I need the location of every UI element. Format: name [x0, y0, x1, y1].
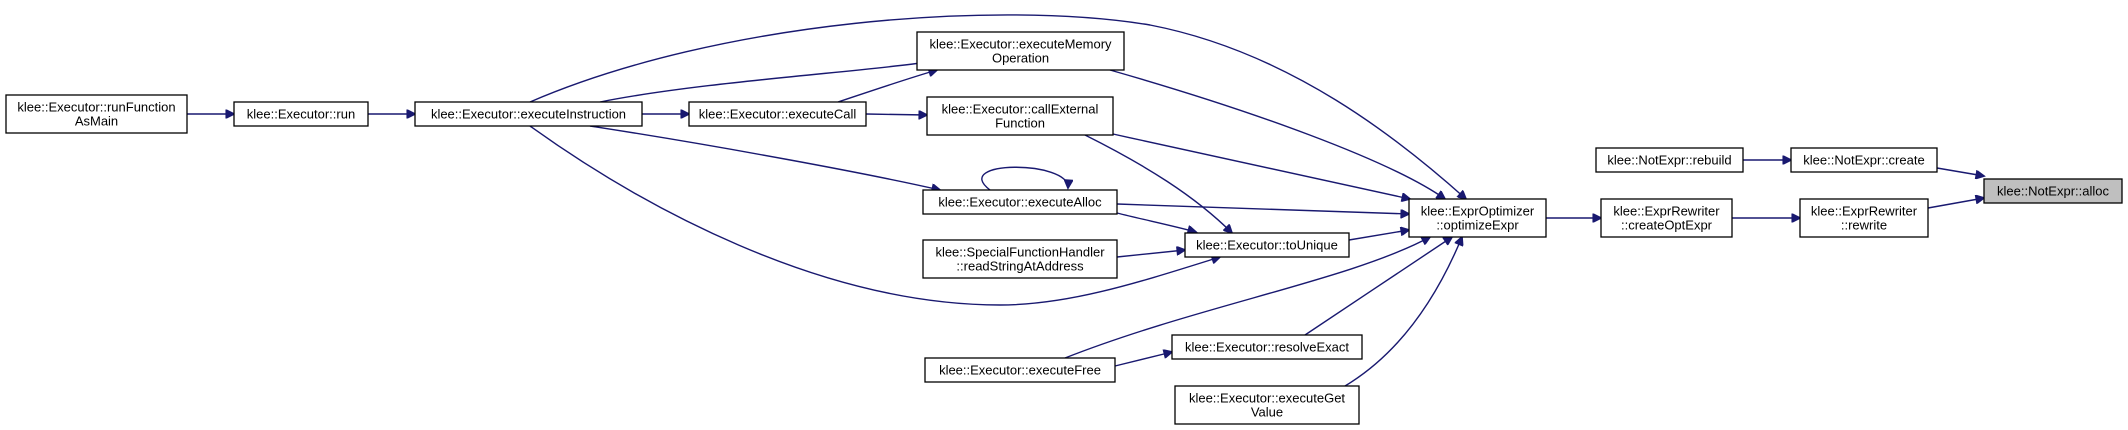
node-label: klee::Executor::callExternal — [942, 102, 1099, 117]
node-optimize-expr[interactable]: klee::ExprOptimizer::optimizeExpr — [1408, 198, 1547, 238]
edge-exprRewriterRewrite-to-notExprAlloc — [1927, 198, 1984, 209]
node-not-expr-alloc[interactable]: klee::NotExpr::alloc — [1983, 178, 2123, 204]
node-label: AsMain — [75, 114, 118, 129]
edge-executeInstruction-to-toUnique — [529, 125, 1220, 306]
edge-toUnique-to-optimizeExpr — [1348, 230, 1409, 241]
edge-executeInstruction-to-executeMemoryOperation — [599, 62, 928, 103]
node-execute-free[interactable]: klee::Executor::executeFree — [924, 357, 1116, 383]
graph-edges — [187, 14, 1984, 387]
node-label: klee::Executor::toUnique — [1196, 238, 1338, 253]
node-label: ::readStringAtAddress — [956, 259, 1084, 274]
edge-callExternalFunction-to-toUnique — [1084, 134, 1232, 233]
node-label: ::createOptExpr — [1621, 218, 1713, 233]
node-label: klee::Executor::executeCall — [699, 107, 857, 122]
node-label: Function — [995, 116, 1045, 131]
edge-executeFree-to-resolveExact — [1114, 352, 1172, 367]
node-box — [1408, 198, 1547, 238]
node-label: klee::Executor::executeInstruction — [431, 107, 626, 122]
node-box — [1790, 147, 1938, 173]
node-label: klee::NotExpr::create — [1803, 153, 1924, 168]
edge-executeCall-to-executeMemoryOperation — [837, 70, 937, 103]
edge-executeInstruction-to-optimizeExpr — [529, 14, 1466, 199]
edge-executeAlloc-to-toUnique — [1116, 212, 1196, 232]
node-label: klee::Executor::run — [247, 107, 355, 122]
node-execute-alloc[interactable]: klee::Executor::executeAlloc — [922, 189, 1118, 215]
node-run[interactable]: klee::Executor::run — [233, 101, 369, 127]
node-box — [1171, 334, 1363, 360]
node-execute-call[interactable]: klee::Executor::executeCall — [688, 101, 867, 127]
node-box — [916, 31, 1125, 71]
node-label: klee::ExprRewriter — [1613, 204, 1720, 219]
node-box — [922, 239, 1118, 279]
node-box — [926, 96, 1114, 136]
node-box — [1983, 178, 2123, 204]
edge-resolveExact-to-optimizeExpr — [1304, 237, 1452, 336]
node-label: klee::SpecialFunctionHandler — [935, 245, 1105, 260]
node-label: Value — [1251, 405, 1283, 420]
node-box — [1595, 147, 1744, 173]
node-label: ::optimizeExpr — [1436, 218, 1519, 233]
node-not-expr-create[interactable]: klee::NotExpr::create — [1790, 147, 1938, 173]
node-label: klee::ExprOptimizer — [1421, 204, 1535, 219]
node-box — [924, 357, 1116, 383]
node-expr-rewriter-rewrite[interactable]: klee::ExprRewriter::rewrite — [1799, 198, 1929, 238]
node-resolve-exact[interactable]: klee::Executor::resolveExact — [1171, 334, 1363, 360]
node-label: klee::ExprRewriter — [1811, 204, 1918, 219]
node-box — [1799, 198, 1929, 238]
node-label: klee::Executor::executeMemory — [929, 37, 1112, 52]
node-execute-instruction[interactable]: klee::Executor::executeInstruction — [414, 101, 643, 127]
edge-executeCall-to-callExternalFunction — [865, 114, 927, 115]
node-label: klee::NotExpr::alloc — [1997, 184, 2109, 199]
node-read-string-at-address[interactable]: klee::SpecialFunctionHandler::readString… — [922, 239, 1118, 279]
node-label: klee::Executor::executeFree — [939, 363, 1101, 378]
node-to-unique[interactable]: klee::Executor::toUnique — [1184, 232, 1350, 258]
node-label: klee::NotExpr::rebuild — [1607, 153, 1731, 168]
node-box — [922, 189, 1118, 215]
node-box — [5, 94, 188, 134]
edge-executeFree-to-optimizeExpr — [1064, 237, 1430, 359]
edge-executeAlloc-to-optimizeExpr — [1116, 203, 1409, 214]
node-box — [414, 101, 643, 127]
node-label: klee::Executor::executeGet — [1189, 391, 1345, 406]
node-label: Operation — [992, 51, 1049, 66]
node-box — [1184, 232, 1350, 258]
node-label: klee::Executor::runFunction — [17, 100, 175, 115]
node-label: klee::Executor::executeAlloc — [938, 195, 1102, 210]
node-box — [233, 101, 369, 127]
edge-executeMemoryOperation-to-optimizeExpr — [1109, 69, 1445, 199]
edge-executeInstruction-to-executeAlloc — [589, 125, 940, 190]
node-box — [1600, 198, 1733, 238]
node-label: ::rewrite — [1841, 218, 1887, 233]
node-box — [688, 101, 867, 127]
edge-notExprCreate-to-notExprAlloc — [1936, 167, 1984, 176]
edge-readStringAtAddress-to-toUnique — [1116, 250, 1185, 258]
node-label: klee::Executor::resolveExact — [1185, 340, 1349, 355]
node-box — [1174, 385, 1360, 425]
node-create-opt-expr[interactable]: klee::ExprRewriter::createOptExpr — [1600, 198, 1733, 238]
edge-executeGetValue-to-optimizeExpr — [1344, 237, 1462, 387]
edge-executeAlloc-to-executeAlloc — [981, 166, 1068, 191]
node-not-expr-rebuild[interactable]: klee::NotExpr::rebuild — [1595, 147, 1744, 173]
edge-callExternalFunction-to-optimizeExpr — [1112, 133, 1410, 199]
